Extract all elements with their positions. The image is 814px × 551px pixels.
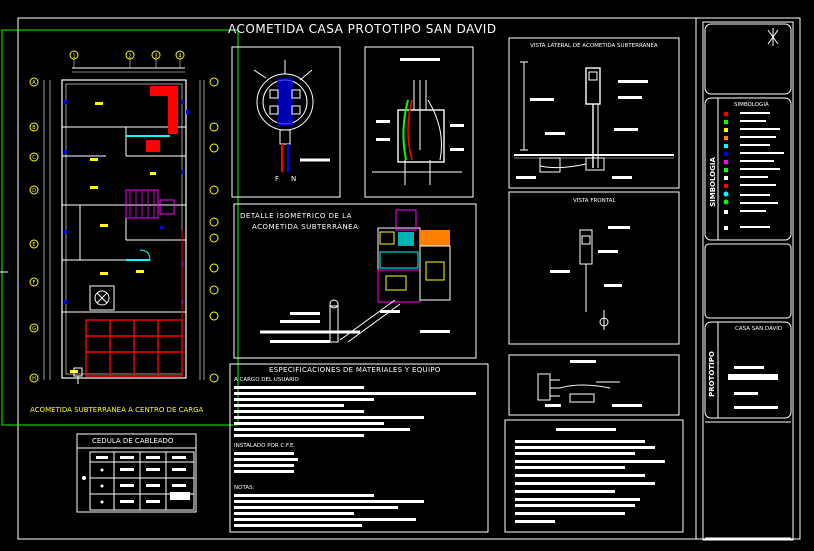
plan-axis-letter: C (32, 155, 36, 161)
isometric-house (260, 209, 451, 343)
plan-axis-number: 2 (128, 54, 131, 60)
specs-section-notes: NOTAS: (234, 485, 255, 491)
side-view-frame (508, 37, 680, 189)
plan-axis-letter: G (32, 326, 36, 332)
connector-detail (537, 360, 642, 407)
connector-detail-frame (508, 354, 680, 416)
plan-axis-letter: A (32, 80, 36, 86)
plan-axis-number: 3 (154, 54, 157, 60)
meter-label-n: N (291, 175, 297, 183)
general-notes-frame (504, 419, 684, 533)
isometric-detail-frame (233, 203, 477, 359)
specs-title: ESPECIFICACIONES DE MATERIALES Y EQUIPO (269, 366, 441, 374)
front-view-drawing (550, 226, 630, 330)
general-notes-lines (515, 428, 665, 523)
plan-axis-number: 4 (178, 54, 181, 60)
cable-schedule-table (77, 447, 196, 511)
side-view-drawing (514, 61, 674, 179)
side-view-title: VISTA LATERAL DE ACOMETIDA SUBTERRANEA (530, 43, 658, 49)
page-title: ACOMETIDA CASA PROTOTIPO SAN DAVID (228, 22, 497, 36)
plan-axis-letter: B (32, 125, 36, 131)
legend-title: SIMBOLOGIA (734, 102, 769, 108)
grounding-detail-frame (364, 46, 474, 198)
meter-base-detail (253, 60, 330, 172)
plan-axis-letter: D (32, 188, 36, 194)
floor-plan (29, 50, 219, 384)
selection-rectangle (1, 29, 239, 426)
front-view-frame (508, 191, 680, 345)
legend-symbols (723, 112, 729, 230)
legend-text-lines (740, 112, 784, 228)
specs-text-lines (234, 386, 476, 527)
legend-side-label: SIMBOLOGIA (709, 157, 717, 207)
isometric-title-line2: ACOMETIDA SUBTERRÁNEA (252, 223, 359, 231)
project-text-lines (728, 366, 778, 409)
isometric-title-line1: DETALLE ISOMÉTRICO DE LA (240, 212, 352, 220)
plan-footer-label: ACOMETIDA SUBTERRANEA A CENTRO DE CARGA (30, 406, 204, 414)
specs-section-user: A CARGO DEL USUARIO (234, 377, 299, 383)
cable-schedule-title: CEDULA DE CABLEADO (92, 437, 174, 445)
specs-frame (229, 363, 489, 533)
project-name: CASA SAN DAVID (735, 326, 783, 332)
plan-axis-letter: F (33, 280, 36, 286)
grounding-detail (372, 58, 464, 185)
front-view-title: VISTA FRONTAL (573, 198, 616, 204)
title-block (695, 18, 794, 541)
plan-axis-letter: E (32, 242, 35, 248)
plan-axis-number: 1 (72, 54, 75, 60)
meter-detail-frame (231, 46, 341, 198)
cable-schedule-frame (76, 433, 197, 513)
project-side-label: PROTOTIPO (708, 351, 716, 397)
meter-label-f: F (275, 175, 280, 183)
plan-axis-letter: H (32, 376, 36, 382)
specs-section-cfe: INSTALADO POR C.F.E. (234, 443, 296, 449)
